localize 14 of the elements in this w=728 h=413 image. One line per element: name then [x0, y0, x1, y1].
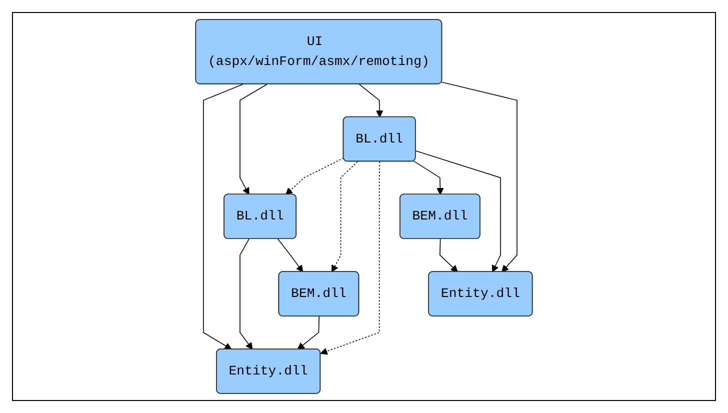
arrow	[240, 238, 253, 350]
arrow	[331, 161, 358, 272]
arrow	[286, 158, 344, 195]
arrow	[297, 316, 320, 350]
dependency-diagram: UI (aspx/winForm/asmx/remoting) BL.dll BL.dll BEM.dll BEM.dll Entity.dll Entity.dll	[13, 13, 715, 400]
arrow	[277, 238, 304, 272]
arrow	[440, 238, 458, 272]
arrow	[320, 161, 380, 355]
arrow	[413, 160, 444, 195]
arrow	[441, 82, 518, 272]
arrow	[358, 84, 384, 118]
arrow	[240, 84, 268, 195]
arrow	[203, 84, 244, 350]
arrow	[415, 150, 501, 272]
